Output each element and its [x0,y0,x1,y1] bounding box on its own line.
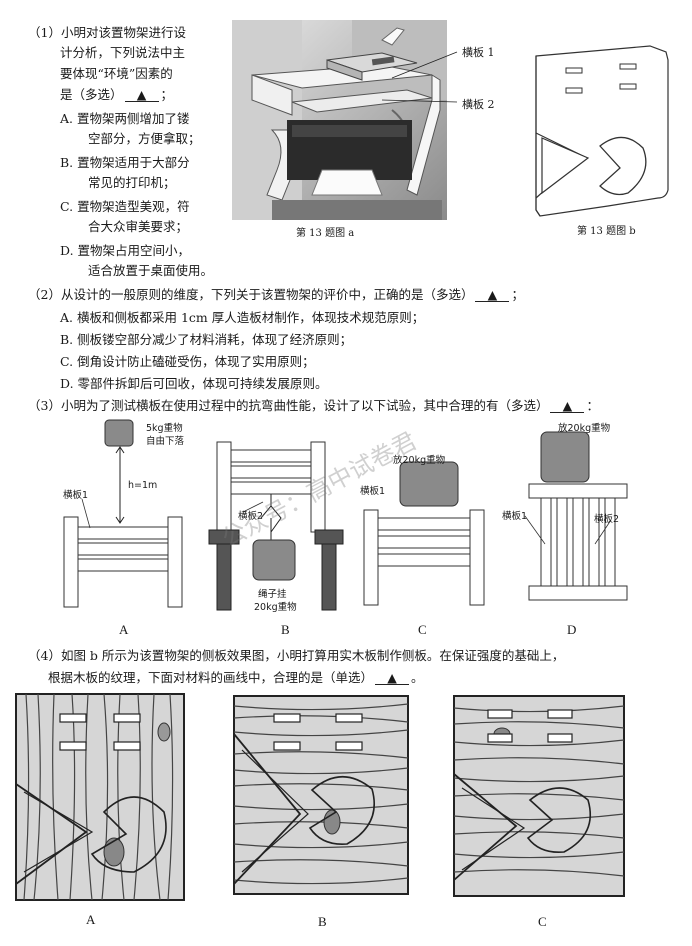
wood-option-b[interactable] [232,694,410,896]
q1-option-c-1: C. 置物架造型美观，符 [60,199,190,214]
wood-option-c-letter: C [538,914,547,929]
test-a-height-label: h=1m [128,480,158,491]
test-b-board-label: 横板2 [238,511,264,522]
q3-end: ： [586,398,599,413]
q1-option-c-2: 合大众审美要求； [88,219,189,234]
q2-option-c: C. 倒角设计防止磕碰受伤，体现了实用原则； [60,354,315,369]
q3-answer-blank[interactable]: ▲ [550,399,585,413]
q1-option-d-1: D. 置物架占用空间小， [60,243,191,258]
fig-a-label-board1: 横板 1 [462,46,495,59]
q1-option-d-2: 适合放置于桌面使用。 [88,263,214,278]
test-c-letter: C [418,622,427,637]
test-a-board-label: 横板1 [63,490,89,501]
q4-stem: 根据木板的纹理，下面对材料的画线中，合理的是（单选） [48,670,374,685]
fig-a-caption: 第 13 题图 a [296,228,355,239]
test-d-board2-label: 横板2 [594,514,620,525]
test-d-letter: D [567,622,577,637]
q1-stem-end: 是（多选） [60,87,123,102]
figure-b-side-panel [535,45,669,217]
q4-line-2: 根据木板的纹理，下面对材料的画线中，合理的是（单选）▲。 [48,670,424,686]
q2-option-b: B. 侧板镂空部分减少了材料消耗，体现了经济原则； [60,332,353,347]
test-d-weight-label: 放20kg重物 [558,423,611,434]
q1-line-4: 是（多选）▲； [60,87,174,102]
wood-option-c[interactable] [452,694,626,898]
figure-a-printer-shelf [232,20,458,220]
wood-option-a-letter: A [86,912,96,927]
q2-stem-line: （2）从设计的一般原则的维度，下列关于该置物架的评价中，正确的是（多选）▲； [28,287,524,303]
q4-end: 。 [411,670,424,685]
test-c-load-diagram [363,461,485,606]
test-a-drop-diagram [63,419,183,608]
test-a-letter: A [119,622,129,637]
q1-option-a-2: 空部分，方便拿取； [88,131,201,146]
q1-option-b-1: B. 置物架适用于大部分 [60,155,190,170]
q1-line-3: 要体现“环境”因素的 [60,66,173,81]
test-d-column-diagram [524,431,628,601]
q2-option-a: A. 横板和侧板都采用 1cm 厚人造板材制作，体现技术规范原则； [60,310,425,325]
q1-option-a-1: A. 置物架两侧增加了镂 [60,111,190,126]
q4-answer-blank[interactable]: ▲ [375,671,410,685]
test-b-hang-diagram [208,441,344,611]
test-c-board-label: 横板1 [360,486,386,497]
fig-b-caption: 第 13 题图 b [577,226,636,237]
q2-end: ； [511,287,524,302]
test-b-hang-label-1: 绳子挂 [258,589,287,600]
q2-option-d: D. 零部件拆卸后可回收，体现可持续发展原则。 [60,376,328,391]
q4-line-1: （4）如图 b 所示为该置物架的侧板效果图，小明打算用实木板制作侧板。在保证强度… [28,648,565,663]
q1-line-1: （1）小明对该置物架进行设 [28,25,186,40]
q3-stem-line: （3）小明为了测试横板在使用过程中的抗弯曲性能，设计了以下试验，其中合理的有（多… [28,398,599,414]
q2-answer-blank[interactable]: ▲ [475,288,510,302]
fig-a-label-board2: 横板 2 [462,98,495,111]
test-b-hang-label-2: 20kg重物 [254,602,297,613]
test-d-board1-label: 横板1 [502,511,528,522]
q1-option-b-2: 常见的打印机； [88,175,176,190]
test-c-weight-label: 放20kg重物 [393,455,446,466]
test-a-fall-label: 自由下落 [146,436,185,447]
q1-answer-blank[interactable]: ▲ [124,88,159,102]
wood-option-b-letter: B [318,914,327,929]
q3-stem: （3）小明为了测试横板在使用过程中的抗弯曲性能，设计了以下试验，其中合理的有（多… [28,398,549,413]
wood-option-a[interactable] [14,692,186,902]
test-b-letter: B [281,622,290,637]
q2-stem: （2）从设计的一般原则的维度，下列关于该置物架的评价中，正确的是（多选） [28,287,474,302]
q1-line-2: 计分析，下列说法中主 [60,45,186,60]
test-a-weight-label: 5kg重物 [146,423,183,434]
